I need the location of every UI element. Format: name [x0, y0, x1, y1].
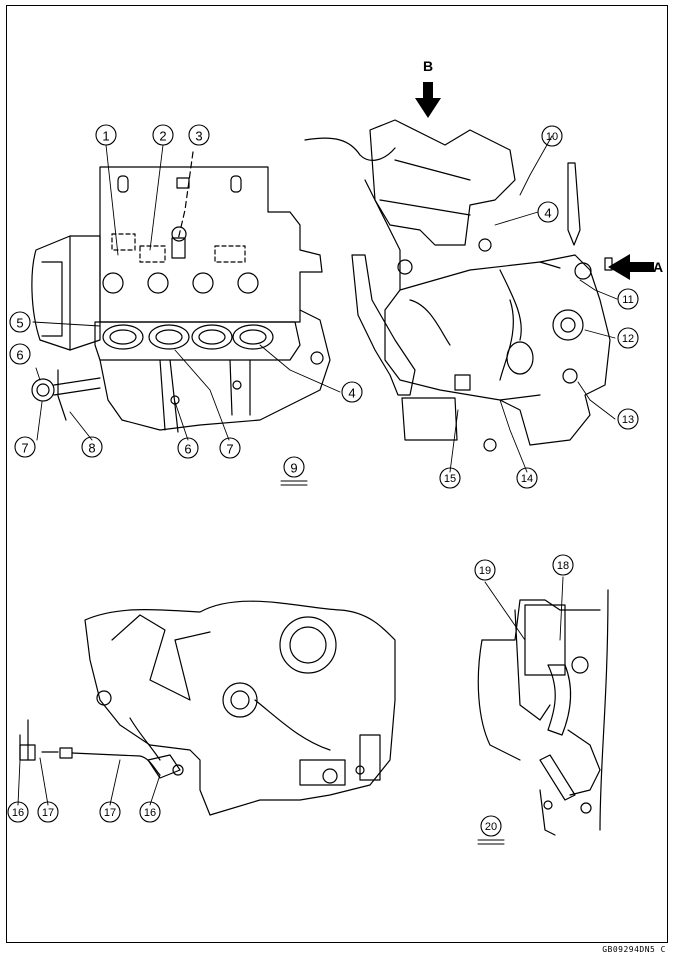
callout-7: 7 — [21, 441, 28, 456]
view-arrows — [415, 82, 654, 280]
callout-6: 6 — [16, 348, 23, 363]
engine-front-view — [31, 151, 331, 433]
callout-12: 12 — [622, 333, 634, 345]
callout-18: 18 — [557, 560, 569, 572]
callout-20: 20 — [485, 821, 497, 833]
callout-8: 8 — [88, 441, 95, 456]
view-label-a: A — [653, 259, 663, 275]
callout-17: 17 — [104, 807, 116, 819]
page-frame — [6, 5, 668, 943]
callout-5: 5 — [16, 316, 23, 331]
callout-4: 4 — [348, 386, 355, 401]
engine-detail-view — [477, 589, 609, 836]
callout-10: 10 — [546, 131, 558, 143]
arrow-a-icon — [608, 254, 654, 280]
engine-lower-view — [19, 600, 396, 816]
callout-19: 19 — [479, 565, 491, 577]
callout-14: 14 — [521, 473, 533, 485]
callout-13: 13 — [622, 414, 634, 426]
callout-16: 16 — [12, 807, 24, 819]
callout-7: 7 — [226, 442, 233, 457]
engine-side-view — [304, 119, 613, 452]
callout-numbers: 1 2 3 5 6 7 8 6 7 4 9 10 4 11 12 13 14 1… — [12, 58, 663, 833]
callout-16: 16 — [144, 807, 156, 819]
view-label-b: B — [423, 58, 433, 74]
callout-15: 15 — [444, 473, 456, 485]
callout-2: 2 — [159, 129, 166, 144]
callout-1: 1 — [102, 129, 109, 144]
callout-6: 6 — [184, 442, 191, 457]
callout-11: 11 — [622, 294, 633, 306]
callout-9: 9 — [290, 461, 297, 476]
callout-circles — [7, 124, 639, 837]
arrow-b-icon — [415, 82, 441, 118]
leader-lines — [17, 135, 618, 806]
callout-4: 4 — [544, 206, 551, 221]
callout-3: 3 — [195, 129, 202, 144]
callout-17: 17 — [42, 807, 54, 819]
figure-code: GB09294DN5 C — [602, 945, 666, 954]
